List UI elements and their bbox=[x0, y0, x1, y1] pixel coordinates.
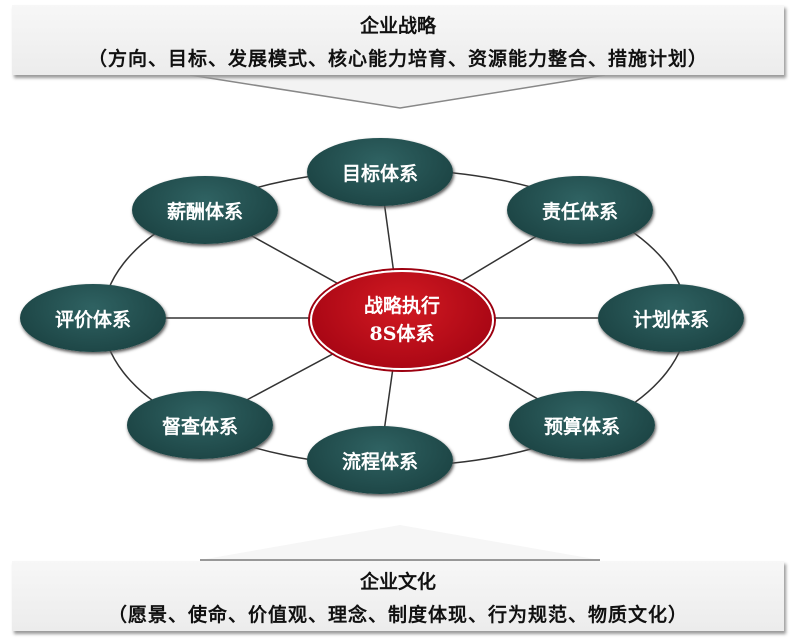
node-responsibility: 责任体系 bbox=[507, 176, 653, 244]
bottom-arrow bbox=[200, 525, 600, 560]
node-plan: 计划体系 bbox=[598, 284, 744, 352]
node-supervision: 督查体系 bbox=[127, 391, 273, 459]
center-line1: 战略执行 bbox=[363, 295, 440, 317]
strategy-title: 企业战略 bbox=[359, 15, 436, 37]
node-evaluation: 评价体系 bbox=[20, 284, 166, 352]
node-salary: 薪酬体系 bbox=[132, 176, 278, 244]
culture-title: 企业文化 bbox=[359, 571, 436, 593]
center-node: 战略执行 8S体系 bbox=[310, 270, 494, 370]
strategy-subtitle: （方向、目标、发展模式、核心能力培育、资源能力整合、措施计划） bbox=[87, 48, 708, 70]
center-line2: 8S体系 bbox=[369, 323, 435, 345]
strategy-box: 企业战略 （方向、目标、发展模式、核心能力培育、资源能力整合、措施计划） bbox=[12, 5, 784, 75]
node-process: 流程体系 bbox=[307, 426, 453, 494]
node-goal: 目标体系 bbox=[307, 138, 453, 206]
top-arrow bbox=[189, 74, 606, 109]
culture-box: 企业文化 （愿景、使命、价值观、理念、制度体现、行为规范、物质文化） bbox=[12, 561, 784, 631]
node-budget: 预算体系 bbox=[509, 391, 655, 459]
culture-subtitle: （愿景、使命、价值观、理念、制度体现、行为规范、物质文化） bbox=[107, 604, 688, 626]
